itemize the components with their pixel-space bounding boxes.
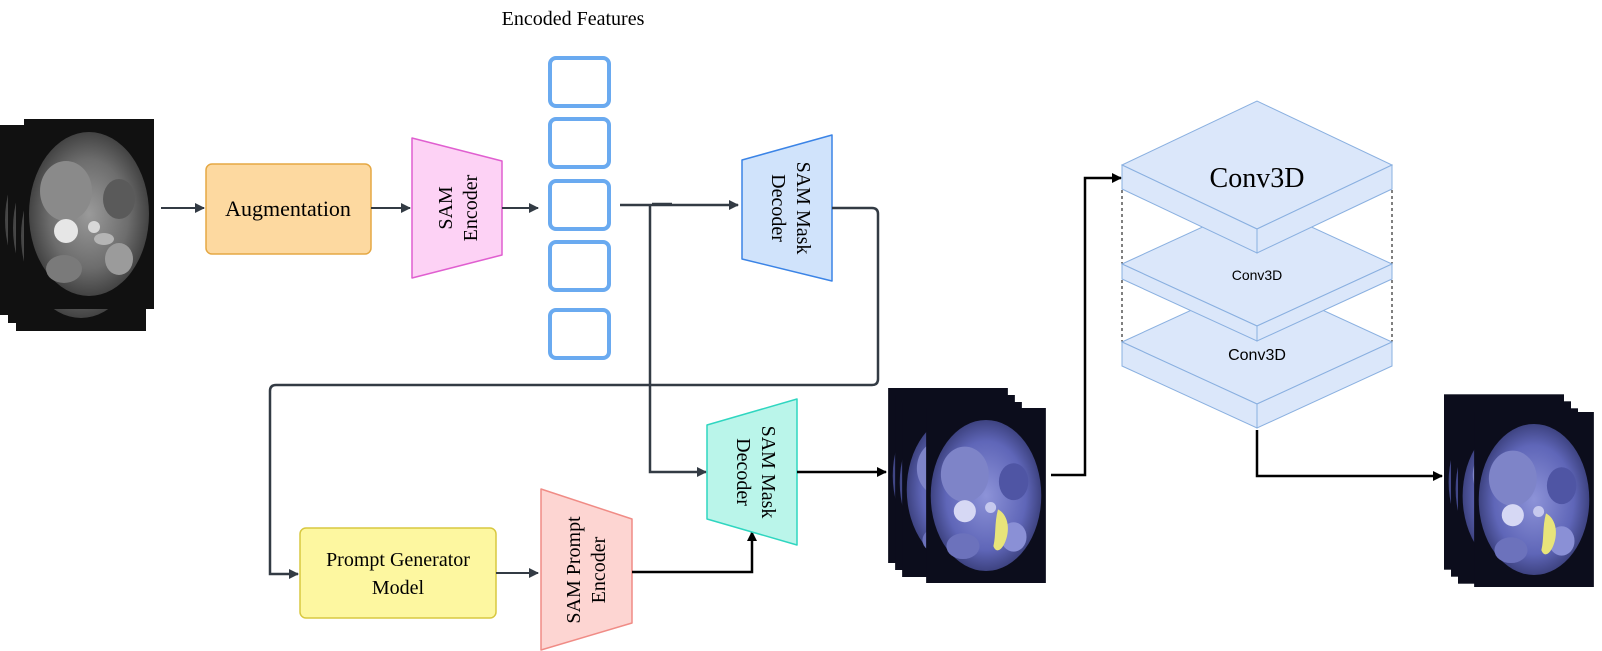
prompt-generator-label-line1: Prompt Generator: [326, 549, 470, 571]
conv3d-bottom-label: Conv3D: [1228, 347, 1286, 364]
encoded-feature-column: [548, 56, 611, 360]
prompt-encoder-label-line1: SAM Prompt: [563, 516, 585, 624]
sam-encoder-block: SAM Encoder: [411, 137, 503, 279]
sam-prompt-encoder-block: SAM Prompt Encoder: [540, 488, 633, 651]
arrow-features-to-bottom-decoder: [648, 205, 707, 477]
conv3d-stack: Conv3D Conv3D Conv3D: [1120, 100, 1394, 429]
feature-box: [548, 308, 611, 360]
feature-box: [548, 240, 611, 292]
sam-mask-decoder-bottom: SAM Mask Decoder: [706, 398, 798, 546]
prompt-generator-label-line2: Model: [372, 577, 425, 599]
augmentation-block: Augmentation: [205, 163, 372, 255]
feature-box: [548, 179, 611, 231]
arrow-feedback-to-prompt-generator: [268, 206, 880, 579]
diagram-title: Encoded Features: [502, 8, 645, 30]
feature-box: [548, 56, 611, 108]
prompt-generator-block: Prompt Generator Model: [299, 527, 497, 619]
conv3d-layer-middle: Conv3D: [1120, 201, 1394, 342]
top-decoder-label-line2: Decoder: [767, 174, 789, 242]
conv3d-top-label: Conv3D: [1210, 163, 1305, 194]
arrow-mask-to-conv3d: [1051, 173, 1122, 477]
bottom-decoder-label-line1: SAM Mask: [757, 426, 779, 519]
conv3d-layer-top: Conv3D: [1120, 100, 1394, 254]
sam-encoder-label-line1: SAM: [435, 186, 457, 230]
conv3d-middle-label: Conv3D: [1232, 267, 1283, 283]
input-ct-image-stack: [0, 119, 154, 331]
arrow-prompt-encoder-to-bottom-decoder: [632, 531, 757, 574]
arrow-conv3d-to-output: [1255, 430, 1443, 481]
output-ct-image-stack: [1444, 394, 1594, 587]
prompt-encoder-label-line2: Encoder: [588, 536, 610, 603]
sam-mask-decoder-top: SAM Mask Decoder: [741, 134, 833, 282]
conv3d-layer-bottom: Conv3D: [1120, 279, 1394, 429]
bottom-decoder-label-line2: Decoder: [732, 438, 754, 506]
feature-box: [548, 117, 611, 169]
augmentation-label: Augmentation: [225, 196, 351, 221]
top-decoder-label-line1: SAM Mask: [792, 162, 814, 255]
sam-encoder-label-line2: Encoder: [460, 174, 482, 241]
segmented-ct-image-stack: [888, 388, 1046, 583]
